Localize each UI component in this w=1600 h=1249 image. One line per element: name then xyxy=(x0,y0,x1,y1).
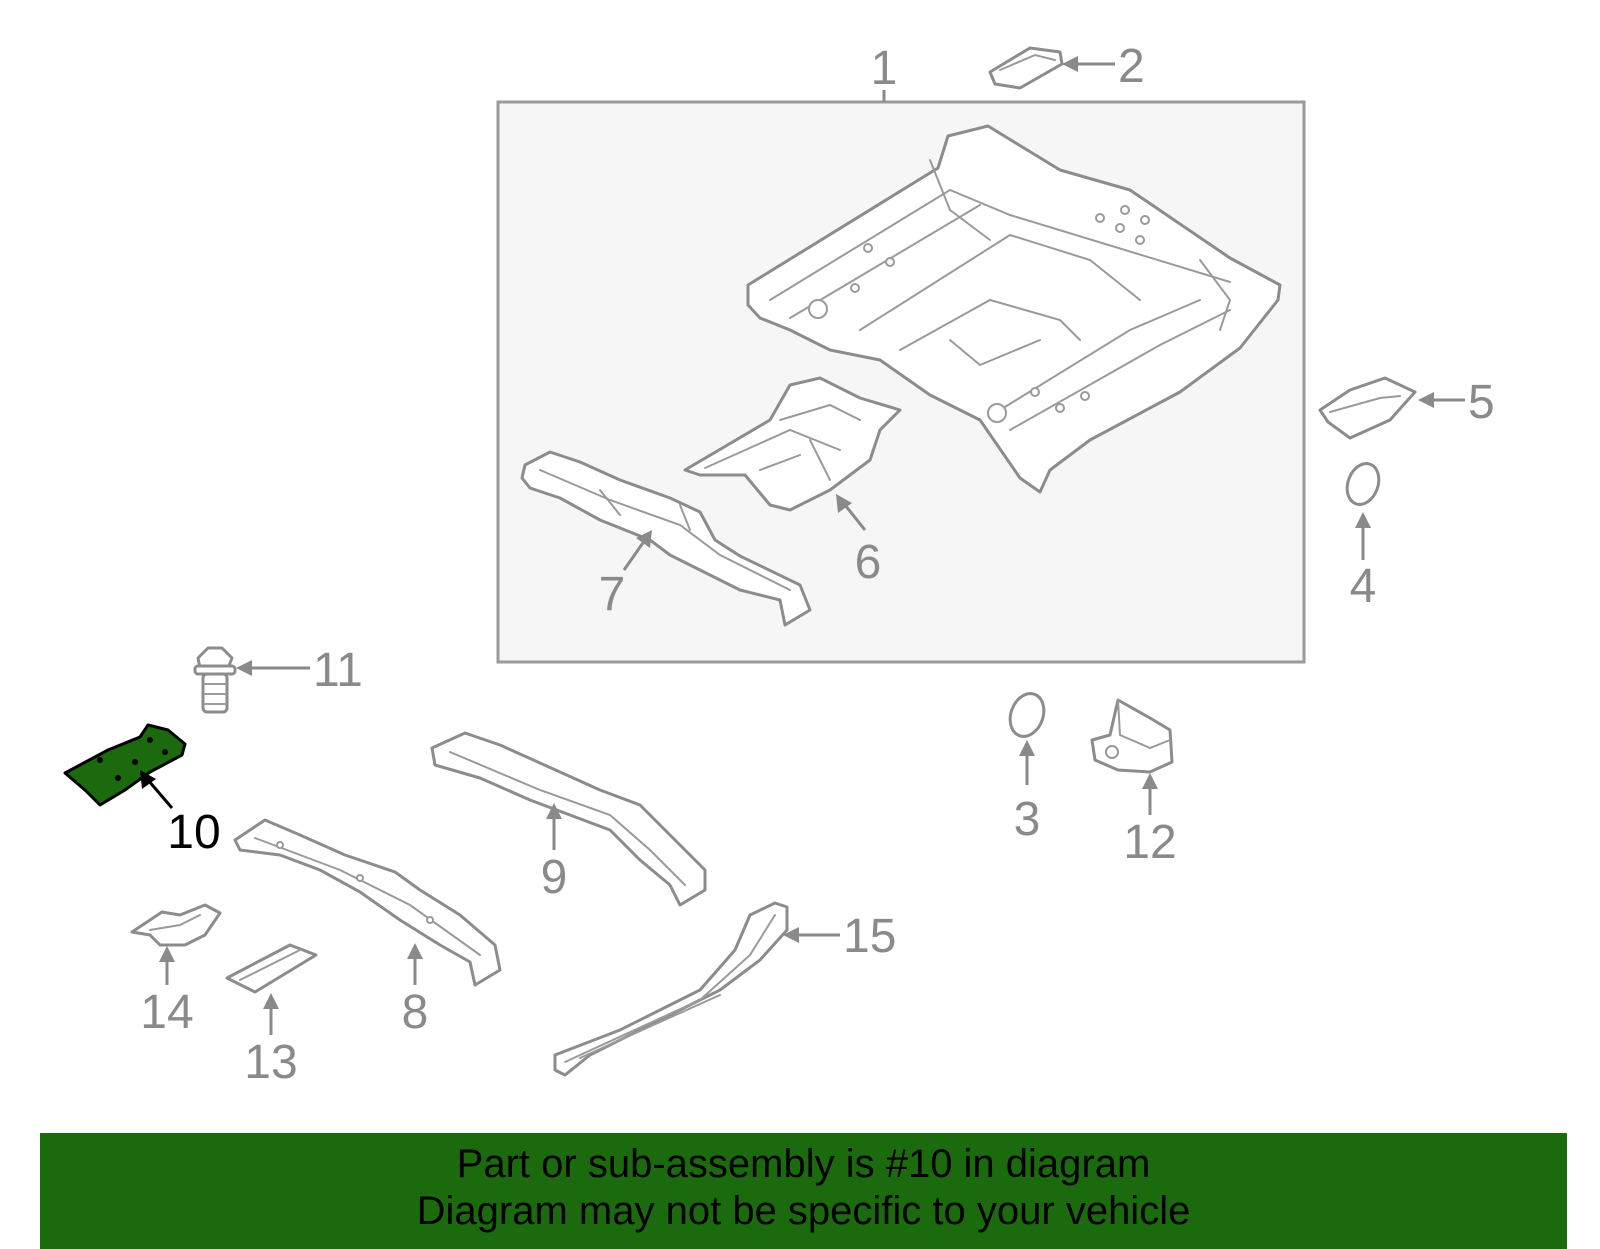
part-10-reinforcement-highlighted[interactable] xyxy=(63,723,187,807)
part-1-floor-pan[interactable] xyxy=(746,124,1282,494)
callout-9: 9 xyxy=(541,851,568,904)
part-9-crossmember[interactable] xyxy=(430,731,707,907)
callout-5: 5 xyxy=(1468,376,1495,429)
part-7-crossmember[interactable] xyxy=(520,450,812,627)
callout-12: 12 xyxy=(1123,816,1176,869)
callout-3: 3 xyxy=(1014,793,1041,846)
part-2-patch-plate[interactable] xyxy=(988,46,1064,90)
callout-13: 13 xyxy=(244,1036,297,1089)
part-3-grommet[interactable] xyxy=(1004,689,1049,741)
callout-1: 1 xyxy=(871,42,898,95)
part-4-grommet[interactable] xyxy=(1342,459,1385,509)
part-13-small-plate[interactable] xyxy=(225,943,318,994)
callout-leaders xyxy=(140,56,1465,1035)
part-15-side-rail[interactable] xyxy=(553,901,789,1077)
callout-11: 11 xyxy=(313,644,363,697)
callout-10: 10 xyxy=(167,806,220,859)
banner-line-part: Part or sub-assembly is #10 in diagram xyxy=(456,1142,1151,1186)
part-8-crossmember[interactable] xyxy=(233,818,502,987)
info-banner: Part or sub-assembly is #10 in diagram D… xyxy=(40,1133,1567,1249)
part-11-bolt[interactable] xyxy=(193,646,237,714)
callout-2: 2 xyxy=(1118,40,1145,93)
banner-line-disclaimer: Diagram may not be specific to your vehi… xyxy=(416,1189,1191,1233)
callout-4: 4 xyxy=(1350,560,1377,613)
part-6-floor-panel-section[interactable] xyxy=(683,376,902,512)
part-12-mount-bracket[interactable] xyxy=(1090,698,1174,774)
callout-6: 6 xyxy=(855,536,882,589)
callout-14: 14 xyxy=(140,986,193,1039)
callout-8: 8 xyxy=(402,986,429,1039)
callout-15: 15 xyxy=(843,910,896,963)
part-5-bracket-plate[interactable] xyxy=(1318,376,1417,440)
callout-7: 7 xyxy=(599,568,626,621)
part-14-small-bracket[interactable] xyxy=(130,903,222,947)
